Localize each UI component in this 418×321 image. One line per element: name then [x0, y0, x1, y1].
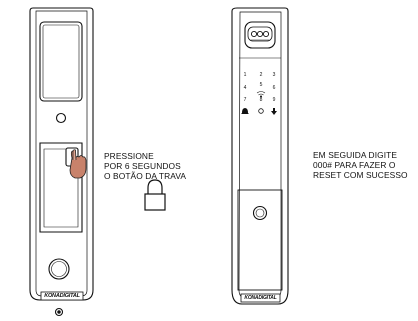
outer-brand-plate — [240, 293, 281, 303]
key-1: 1 — [244, 72, 247, 78]
instruction-left-line-1: PRESSIONE — [104, 151, 154, 161]
key-4: 4 — [244, 85, 247, 91]
key-9: 9 — [273, 97, 276, 103]
key-0 — [258, 108, 264, 114]
key-5: 5 — [260, 82, 263, 88]
power-icon — [271, 108, 277, 115]
instruction-right-line-3: RESET COM SUCESSO — [313, 170, 408, 180]
key-8: 8 — [260, 97, 263, 103]
hand-pointer-icon — [69, 149, 87, 179]
inner-brand-plate — [40, 291, 84, 301]
key-6: 6 — [273, 85, 276, 91]
key-7: 7 — [244, 97, 247, 103]
instruction-left-line-2: POR 6 SEGUNDOS — [104, 161, 181, 171]
bell-icon — [241, 108, 249, 114]
instruction-press-button: PRESSIONE POR 6 SEGUNDOS O BOTÃO DA TRAV… — [104, 151, 186, 181]
inner-brand-logo: KONADIGITAL — [44, 293, 80, 299]
outer-brand-logo: KONADIGITAL — [244, 295, 277, 301]
key-2: 2 — [260, 72, 263, 78]
outer-lock-panel — [231, 7, 289, 305]
instruction-type-reset: EM SEGUIDA DIGITE 000# PARA FAZER O RESE… — [313, 150, 408, 180]
key-3: 3 — [273, 72, 276, 78]
fingerprint-camera-icon — [250, 30, 270, 41]
keypad-bottom-row — [241, 108, 277, 115]
wifi-icon — [256, 91, 266, 98]
keypad: 1 2 3 4 5 6 7 8 9 — [244, 72, 276, 103]
instruction-left-line-3: O BOTÃO DA TRAVA — [104, 171, 187, 181]
instruction-right-line-1: EM SEGUIDA DIGITE — [313, 150, 398, 160]
instruction-right-line-2: 000# PARA FAZER O — [313, 160, 396, 170]
lock-icon — [144, 179, 166, 211]
